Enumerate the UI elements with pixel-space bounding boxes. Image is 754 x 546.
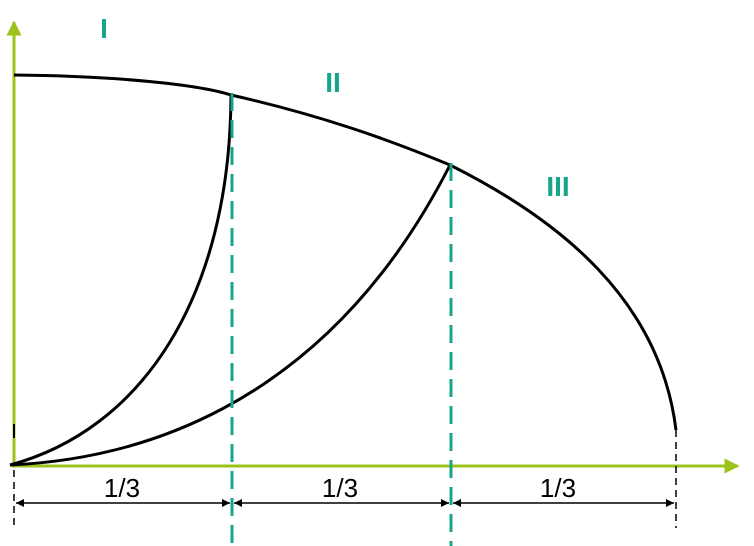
region-label-one: I [100,13,108,44]
region-label-two: II [325,67,341,98]
segment-label-one: 1/3 [104,473,140,503]
region-label-three: III [546,171,569,202]
segment-label-two: 1/3 [322,473,358,503]
segment-label-three: 1/3 [540,473,576,503]
inner-curve-region-two [9,164,452,467]
outer-boundary-curve [13,73,678,431]
inner-curve-region-one [9,94,233,467]
